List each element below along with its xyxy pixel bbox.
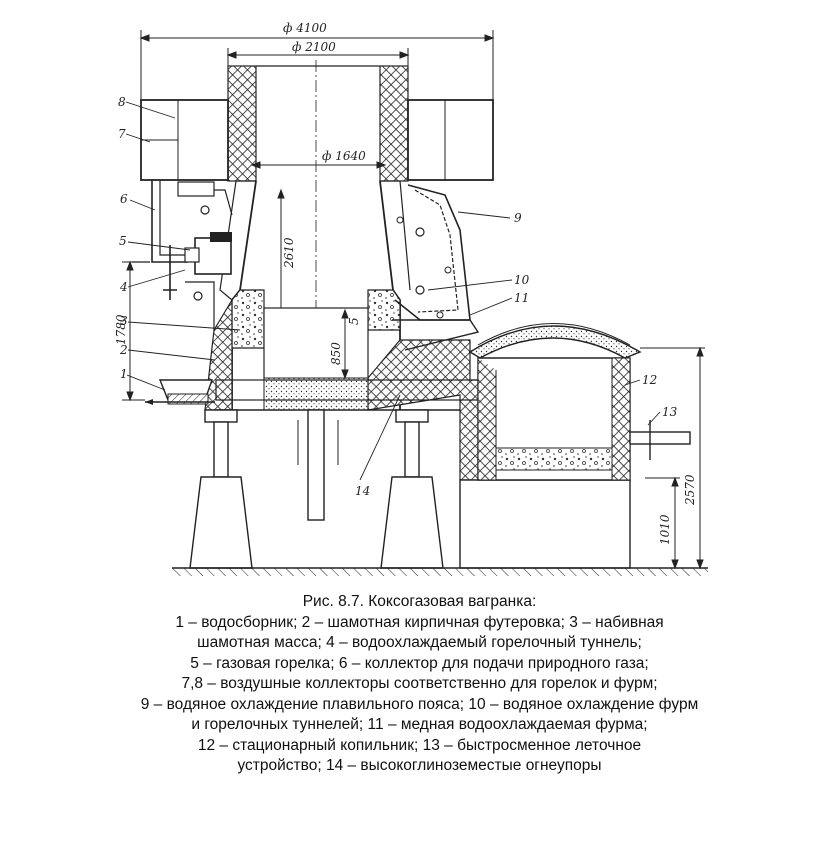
caption-line: и горелочных туннелей; 11 – медная водоо…	[191, 716, 648, 733]
callout-12: 12	[642, 373, 657, 387]
caption-line: 1 – водосборник; 2 – шамотная кирпичная …	[175, 613, 664, 631]
callout-7: 7	[118, 127, 126, 141]
caption-line: шамотная масса; 4 – водоохлаждаемый горе…	[197, 634, 642, 651]
cupola-drawing: ф 4100 ф 2100 ф 1640 2610	[114, 21, 708, 576]
caption-line: 9 – водяное охлаждение плавильного пояса…	[140, 695, 699, 713]
outer-diameter-label: ф 4100	[283, 21, 327, 35]
shaft-right-wall	[379, 65, 409, 182]
copper-tuyere	[392, 319, 480, 351]
forehearth-height-label: 2570	[683, 474, 697, 506]
support-columns	[189, 409, 444, 569]
side-height-dimension	[122, 260, 145, 402]
caption-title: Рис. 8.7. Коксогазовая вагранка:	[302, 593, 537, 610]
brick-lining-left	[204, 297, 233, 411]
ground-hatch	[172, 568, 708, 576]
gas-collector	[151, 180, 188, 263]
shaft-left-wall	[227, 65, 257, 182]
hearth-well	[263, 307, 369, 381]
callout-5: 5	[119, 234, 127, 248]
callout-9: 9	[514, 211, 522, 225]
figure-caption: Рис. 8.7. Коксогазовая вагранка: 1 – вод…	[0, 592, 839, 777]
callout-14: 14	[355, 484, 370, 498]
callout-13: 13	[662, 405, 678, 419]
inner-diameter-label: ф 1640	[322, 149, 366, 163]
callout-11: 11	[514, 291, 529, 305]
ramming-mass-right	[367, 289, 401, 331]
shaft-diameter-label: ф 2100	[292, 40, 336, 54]
forehearth-dimensions	[640, 346, 705, 570]
air-collector-right	[407, 99, 494, 181]
outer-diameter-dimension	[139, 30, 495, 102]
callout-8: 8	[118, 95, 126, 109]
hearth-bottom	[263, 377, 369, 411]
callout-6: 6	[120, 192, 128, 206]
callout-3: 3	[120, 314, 128, 328]
gas-burner	[184, 247, 200, 263]
callout-4: 4	[119, 280, 128, 294]
shaft-height-label: 2610	[282, 237, 296, 269]
caption-line: 5 – газовая горелка; 6 – коллектор для п…	[190, 654, 649, 672]
forehearth-dome	[468, 325, 642, 359]
callout-1: 1	[120, 367, 128, 381]
shaft-diameter-dimension	[226, 48, 410, 66]
tap-hole-device	[629, 431, 691, 445]
well-height-dimension	[341, 308, 349, 380]
water-cooling-belt	[394, 184, 471, 321]
callout-2: 2	[119, 343, 128, 357]
ramming-mass-left	[231, 289, 265, 349]
caption-line: 7,8 – воздушные коллекторы соответственн…	[181, 675, 658, 692]
inner-diameter-dimension	[250, 161, 387, 169]
callout-leaders	[125, 101, 661, 481]
well-small-label: 5	[347, 317, 361, 325]
forehearth-base	[459, 479, 631, 569]
forehearth-level-label: 1010	[658, 514, 672, 545]
burner-tunnel	[194, 237, 232, 275]
caption-line: устройство; 14 – высокоглиноземестые огн…	[237, 757, 602, 774]
well-height-label: 850	[329, 342, 343, 365]
callout-10: 10	[514, 273, 530, 287]
caption-line: 12 – стационарный копильник; 13 – быстро…	[197, 736, 642, 754]
side-height-label: 1780	[114, 314, 128, 345]
forehearth-wall	[611, 357, 631, 481]
